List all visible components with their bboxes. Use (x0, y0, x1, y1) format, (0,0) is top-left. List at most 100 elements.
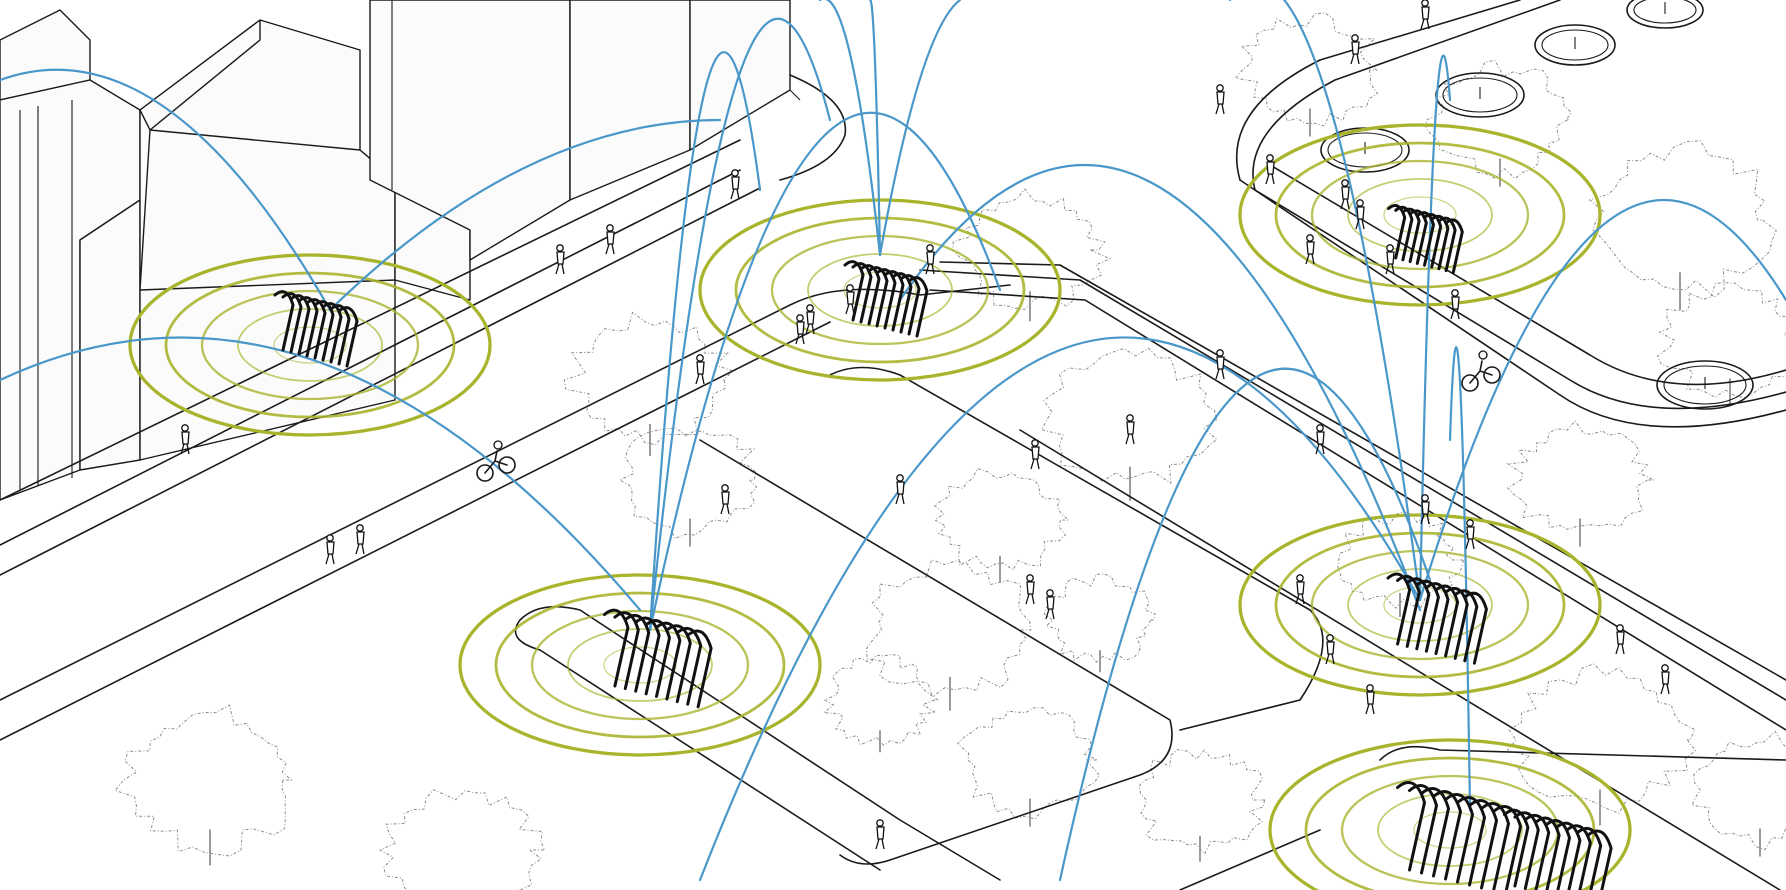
person-icon (1215, 84, 1225, 115)
wave-ring (164, 271, 456, 419)
tree-icon (865, 559, 1032, 711)
person-icon (1420, 494, 1430, 525)
wave-ring (1274, 141, 1566, 289)
person-icon (730, 169, 740, 200)
tree-icon (1425, 59, 1572, 187)
person-icon (925, 244, 935, 275)
wave-ring (128, 253, 492, 437)
tree-icon (1691, 730, 1786, 857)
wave-ring (494, 591, 786, 739)
person-icon (180, 424, 190, 455)
person-icon (325, 534, 335, 565)
tree-icon (1337, 511, 1465, 617)
person-icon (1025, 574, 1035, 605)
person-icon (1305, 234, 1315, 265)
person-icon (1045, 589, 1055, 620)
building-block-center (139, 19, 471, 461)
wave-ring-group (128, 253, 492, 437)
tree-icon (1234, 12, 1379, 137)
signal-arc (648, 111, 1002, 632)
signal-arc (878, 0, 962, 257)
tree-icon (1506, 663, 1697, 826)
person-icon (1215, 349, 1225, 380)
signal-arc (898, 164, 1422, 612)
person-icon (695, 354, 705, 385)
wave-ring (200, 289, 420, 401)
wave-ring (567, 628, 713, 702)
person-icon (875, 819, 885, 850)
person-icon (1295, 574, 1305, 605)
signal-arc (1448, 346, 1472, 812)
signal-arc (868, 0, 882, 257)
bicycle-icon (476, 440, 516, 482)
signal-arc (1418, 54, 1452, 602)
tree-icon (1656, 282, 1786, 407)
bicycle-icon (1461, 350, 1501, 392)
tree-icon (618, 427, 758, 547)
signal-arc (698, 336, 1422, 882)
wave-ring (1413, 811, 1487, 849)
tree-icon (822, 653, 939, 753)
planter (1626, 0, 1704, 29)
slatted-bench-icon (843, 260, 929, 338)
person-icon (1325, 634, 1335, 665)
planter (1656, 360, 1754, 410)
person-icon (555, 244, 565, 275)
person-icon (1125, 414, 1135, 445)
signal-arc (648, 17, 832, 632)
person-icon (845, 284, 855, 315)
tree-icon (1506, 420, 1655, 547)
person-icon (355, 524, 365, 555)
person-icon (1450, 289, 1460, 320)
person-icon (795, 314, 805, 345)
wave-ring (603, 646, 677, 684)
slatted-bench-icon (1503, 808, 1613, 890)
wave-ring (698, 198, 1062, 382)
person-icon (1265, 154, 1275, 185)
wave-ring (273, 326, 347, 364)
tree-icon (563, 311, 734, 456)
signal-arc (0, 336, 642, 612)
person-icon (1365, 684, 1375, 715)
wave-ring (1268, 738, 1632, 890)
signal-arc (648, 51, 762, 632)
wave-ring (1238, 513, 1602, 697)
tree-icon (378, 789, 546, 890)
person-icon (895, 474, 905, 505)
wave-ring (458, 573, 822, 757)
person-icon (1350, 34, 1360, 65)
signal-arc (1418, 199, 1786, 602)
pedestrians (180, 0, 1670, 850)
signal-arc (1058, 367, 1432, 882)
slatted-bench-icon (1396, 781, 1523, 890)
slatted-bench-icon (1387, 204, 1464, 274)
slatted-bench-icon (273, 290, 359, 368)
tree-icon (933, 467, 1070, 582)
person-icon (1030, 439, 1040, 470)
person-icon (805, 304, 815, 335)
tree-icon (114, 704, 293, 866)
person-icon (1660, 664, 1670, 695)
person-icon (1385, 244, 1395, 275)
wave-ring (1310, 159, 1530, 271)
wave-ring (1238, 123, 1602, 307)
person-icon (1340, 179, 1350, 210)
signal-arc (818, 0, 882, 257)
signal-arc (0, 68, 332, 312)
person-icon (720, 484, 730, 515)
slatted-bench-icon (1386, 572, 1488, 665)
person-icon (1615, 624, 1625, 655)
building-tower (369, 0, 801, 261)
slatted-bench-icon (603, 608, 713, 709)
cyclists (476, 350, 1501, 482)
wave-ring (1274, 531, 1566, 679)
person-icon (1465, 519, 1475, 550)
signal-arc (328, 118, 722, 312)
person-icon (1315, 424, 1325, 455)
wave-ring (1383, 196, 1457, 234)
building-block-left (0, 9, 141, 501)
installations (273, 204, 1613, 890)
